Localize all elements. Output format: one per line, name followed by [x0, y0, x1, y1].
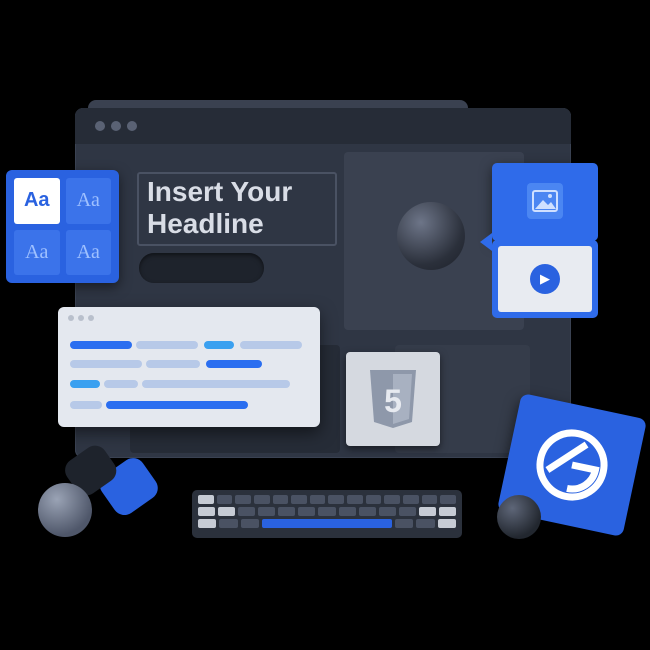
sphere-shape	[397, 202, 465, 270]
key[interactable]	[219, 519, 238, 528]
cta-button-placeholder[interactable]	[139, 253, 264, 283]
key[interactable]	[218, 507, 236, 516]
key[interactable]	[438, 507, 457, 516]
key[interactable]	[378, 507, 396, 516]
key[interactable]	[198, 507, 216, 516]
key[interactable]	[328, 495, 345, 504]
key[interactable]	[235, 495, 251, 504]
code-line	[204, 341, 234, 349]
key[interactable]	[198, 495, 214, 504]
key[interactable]	[318, 507, 336, 516]
key[interactable]	[437, 519, 457, 528]
code-line	[106, 401, 248, 409]
gatsby-logo-icon	[536, 429, 608, 501]
headline-text: Insert Your Headline	[147, 176, 293, 239]
key[interactable]	[358, 507, 376, 516]
font-option[interactable]: Aa	[65, 229, 111, 275]
key[interactable]	[418, 507, 436, 516]
key[interactable]	[309, 495, 326, 504]
key[interactable]	[365, 495, 382, 504]
key[interactable]	[440, 495, 456, 504]
key[interactable]	[298, 507, 316, 516]
code-card-dot	[68, 315, 74, 321]
key[interactable]	[258, 507, 276, 516]
key[interactable]	[416, 519, 435, 528]
code-line	[70, 380, 100, 388]
video-card[interactable]: ▶	[492, 240, 598, 318]
html5-icon: 5	[370, 370, 416, 428]
key[interactable]	[291, 495, 307, 504]
code-card-dot	[78, 315, 84, 321]
font-option[interactable]: Aa	[14, 178, 60, 224]
key[interactable]	[338, 507, 356, 516]
key[interactable]	[403, 495, 419, 504]
code-line	[104, 380, 138, 388]
code-line	[142, 380, 290, 388]
video-preview: ▶	[498, 246, 592, 312]
gatsby-badge[interactable]	[496, 393, 648, 537]
key[interactable]	[216, 495, 233, 504]
image-icon	[527, 183, 563, 219]
key[interactable]	[278, 507, 296, 516]
code-line	[206, 360, 262, 368]
code-line	[70, 341, 132, 349]
window-control-dot[interactable]	[127, 121, 137, 131]
window-control-dot[interactable]	[95, 121, 105, 131]
font-option[interactable]: Aa	[14, 229, 60, 275]
font-option[interactable]: Aa	[65, 178, 111, 224]
font-style-panel: Aa Aa Aa Aa	[6, 170, 119, 283]
sphere-shape	[38, 483, 92, 537]
card-pointer	[480, 233, 492, 251]
sphere-shape	[497, 495, 541, 539]
key[interactable]	[272, 495, 289, 504]
key[interactable]	[238, 507, 256, 516]
spacebar-key[interactable]	[262, 519, 392, 528]
key[interactable]	[240, 519, 260, 528]
window-titlebar	[75, 108, 571, 144]
image-card[interactable]	[492, 163, 598, 241]
keyboard[interactable]	[192, 490, 462, 538]
key[interactable]	[394, 519, 414, 528]
html5-number: 5	[384, 383, 402, 419]
play-icon[interactable]: ▶	[530, 264, 560, 294]
key[interactable]	[421, 495, 438, 504]
code-line	[70, 401, 102, 409]
code-line	[136, 341, 198, 349]
code-card-dot	[88, 315, 94, 321]
key[interactable]	[347, 495, 363, 504]
code-line	[240, 341, 302, 349]
headline-text-box[interactable]	[137, 172, 337, 246]
code-line	[146, 360, 200, 368]
key[interactable]	[398, 507, 416, 516]
code-line	[70, 360, 142, 368]
key[interactable]	[384, 495, 401, 504]
key[interactable]	[253, 495, 270, 504]
window-control-dot[interactable]	[111, 121, 121, 131]
key[interactable]	[198, 519, 217, 528]
html5-tile[interactable]: 5	[346, 352, 440, 446]
